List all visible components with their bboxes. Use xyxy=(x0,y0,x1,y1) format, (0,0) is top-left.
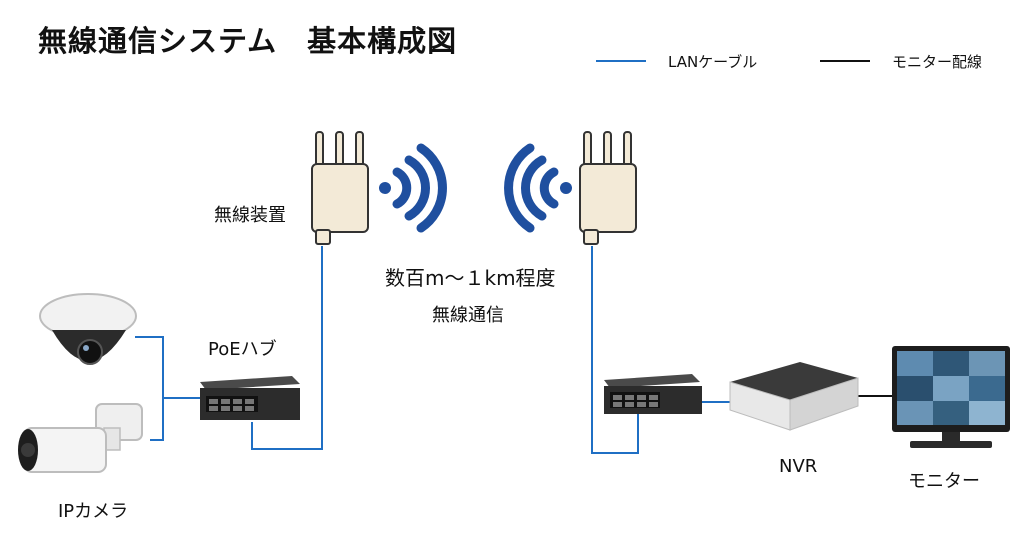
monitor-device xyxy=(892,346,1010,448)
lan-cable-bullet-camera xyxy=(150,398,164,441)
label-ip-camera: IPカメラ xyxy=(58,501,129,522)
dome-camera xyxy=(39,293,137,365)
lan-cable-dome-camera xyxy=(135,336,200,399)
lan-cables xyxy=(135,246,732,454)
lan-cable-hub-left-to-radio xyxy=(251,246,323,450)
label-poe-hub: PoEハブ xyxy=(208,339,277,360)
label-range: 数百m〜１km程度 xyxy=(385,266,556,290)
wireless-device-left xyxy=(311,131,369,245)
label-monitor: モニター xyxy=(908,471,980,492)
poe-hub-left xyxy=(200,376,300,420)
legend-label-monitor: モニター配線 xyxy=(892,53,983,71)
signal-waves-left xyxy=(379,143,447,233)
bullet-camera xyxy=(18,403,143,473)
signal-waves-right xyxy=(504,143,572,233)
label-wireless-comm: 無線通信 xyxy=(432,305,504,326)
legend-line-monitor xyxy=(820,60,870,62)
wireless-device-right xyxy=(579,131,637,245)
legend-line-lan xyxy=(596,60,646,62)
diagram-title: 無線通信システム 基本構成図 xyxy=(38,24,458,58)
label-nvr: NVR xyxy=(779,456,818,477)
legend-label-lan: LANケーブル xyxy=(668,53,758,71)
nvr-device xyxy=(729,362,859,431)
lan-cable-radio-right-to-hub xyxy=(591,246,639,454)
label-wireless-device: 無線装置 xyxy=(214,205,286,226)
poe-hub-right xyxy=(604,374,702,414)
